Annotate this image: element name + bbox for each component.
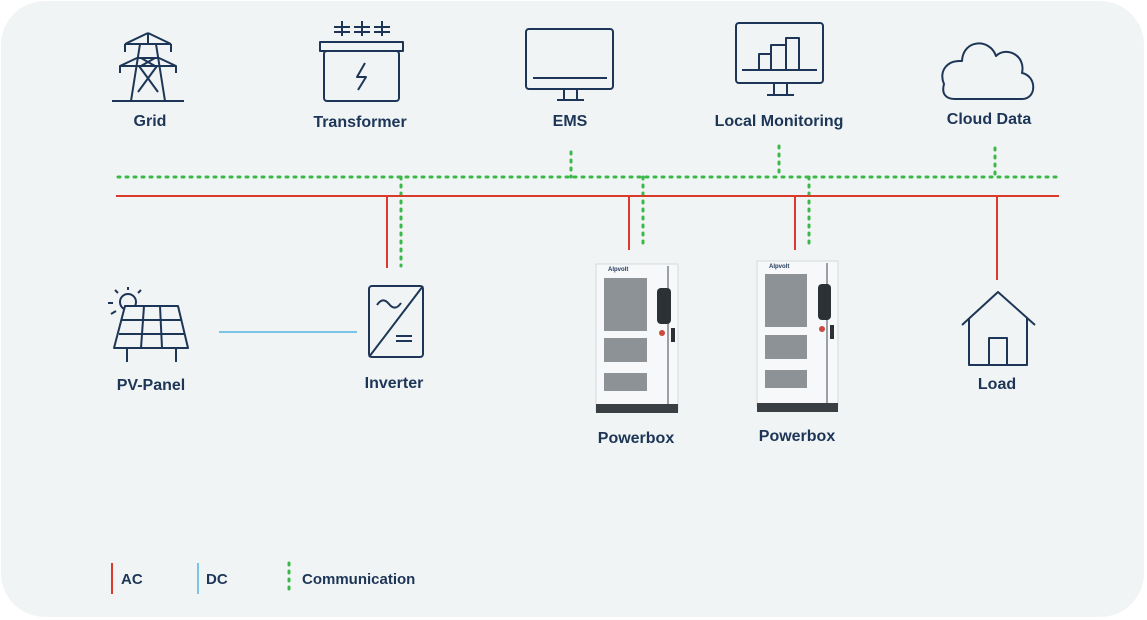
ac-lines [116, 195, 1059, 280]
legend-dc-label: DC [206, 571, 228, 588]
inverter-label: Inverter [364, 375, 424, 392]
legend-ac-label: AC [121, 571, 143, 588]
local-monitoring-label: Local Monitoring [714, 113, 844, 130]
pv-panel-label: PV-Panel [116, 377, 186, 394]
powerbox-1-label: Powerbox [597, 430, 675, 447]
grid-tower-icon [112, 32, 184, 102]
transformer-label: Transformer [313, 114, 407, 131]
local-monitoring-icon [735, 22, 824, 96]
powerbox-2-brand: Alpvolt [769, 264, 790, 270]
grid-label: Grid [133, 113, 167, 130]
legend-markers [111, 561, 291, 596]
ems-label: EMS [552, 113, 588, 130]
communication-lines [116, 144, 1060, 268]
ems-monitor-icon [525, 28, 614, 101]
load-house-icon [961, 291, 1036, 366]
pv-panel-icon [108, 287, 189, 362]
legend-communication-label: Communication [302, 571, 416, 588]
cloud-icon [941, 42, 1035, 100]
powerbox-1-cabinet [595, 263, 679, 413]
transformer-icon [319, 21, 404, 102]
powerbox-2-cabinet [756, 260, 839, 412]
cloud-data-label: Cloud Data [946, 111, 1032, 128]
powerbox-2-label: Powerbox [758, 428, 836, 445]
powerbox-1-brand: Alpvolt [608, 267, 629, 273]
inverter-icon [368, 285, 424, 358]
load-label: Load [977, 376, 1017, 393]
